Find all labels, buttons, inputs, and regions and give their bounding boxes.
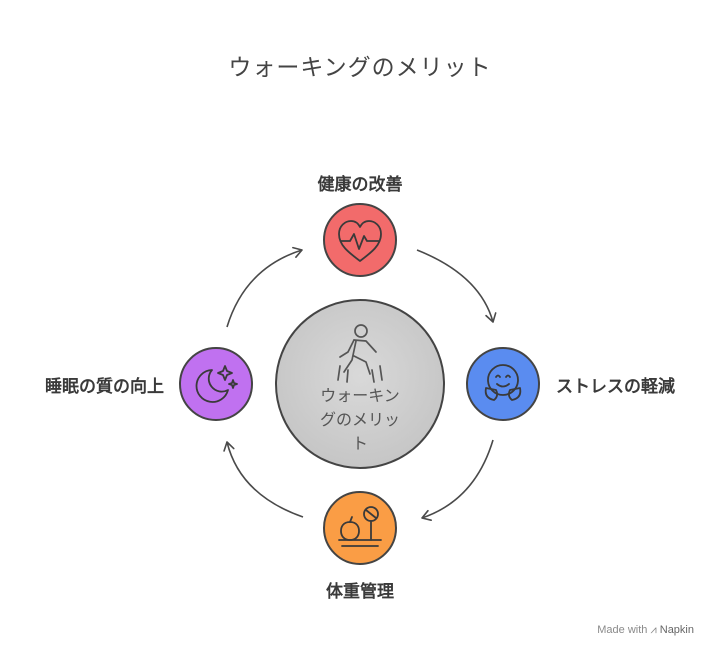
footer-credit: Made with ⩘ Napkin <box>597 624 694 637</box>
node-circle-top <box>323 203 397 277</box>
node-circle-left <box>179 347 253 421</box>
label-health-improvement: 健康の改善 <box>317 175 403 195</box>
arrow-top-to-right <box>416 249 497 323</box>
center-label: ウォーキン グのメリッ ト <box>290 384 430 456</box>
label-sleep-quality: 睡眠の質の向上 <box>45 377 164 397</box>
napkin-logo-icon: ⩘ <box>650 624 657 636</box>
scale-apple-icon <box>338 506 382 547</box>
arrow-bottom-to-left <box>223 441 304 518</box>
heart-pulse-icon <box>338 220 382 262</box>
label-weight-management: 体重管理 <box>326 582 394 602</box>
center-label-line-1: ウォーキン <box>320 386 400 405</box>
node-circle-bottom <box>323 491 397 565</box>
node-circle-right <box>466 347 540 421</box>
footer-brand: Napkin <box>659 624 694 636</box>
moon-stars-icon <box>195 365 238 403</box>
center-label-line-2: グのメリッ <box>319 410 400 429</box>
center-label-line-3: ト <box>351 434 368 453</box>
label-stress-reduction: ストレスの軽減 <box>556 377 675 397</box>
happy-face-icon <box>484 364 522 401</box>
center-circle <box>275 299 445 469</box>
footer-made-with: Made with <box>597 624 648 636</box>
walking-person-icon <box>337 324 383 383</box>
arrow-left-to-top <box>226 246 303 328</box>
arrow-right-to-bottom <box>421 439 494 521</box>
page-title: ウォーキングのメリット <box>228 55 492 81</box>
